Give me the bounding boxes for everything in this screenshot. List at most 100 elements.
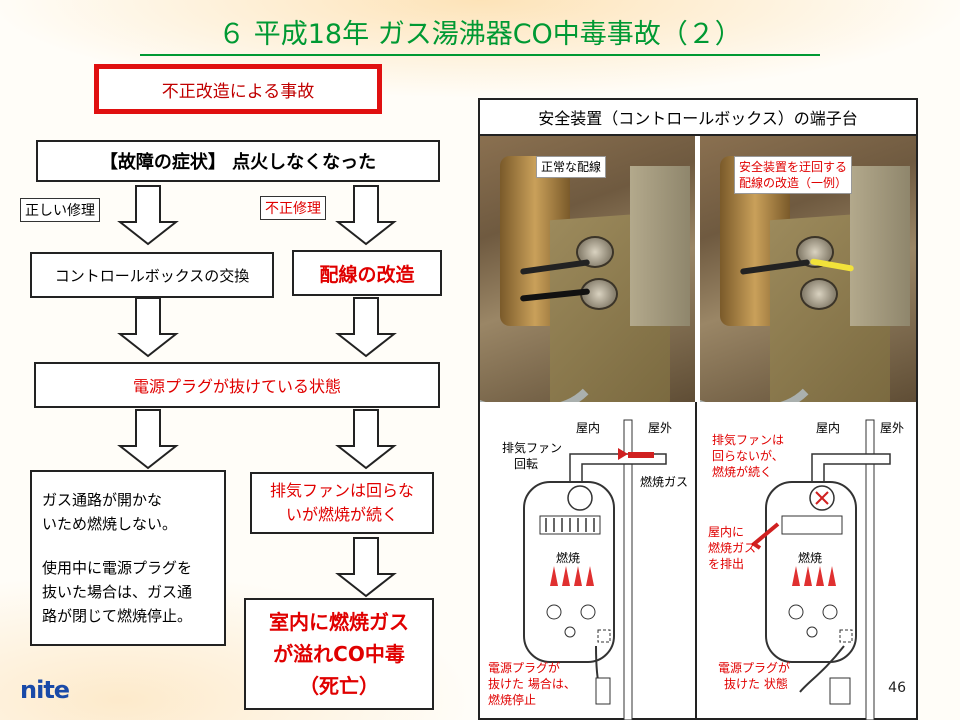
shared-step-text: 電源プラグが抜けている状態 [132, 377, 341, 396]
right-result-line: （死亡） [299, 674, 379, 698]
plug-note-right: 電源プラグが 抜けた 状態 [718, 660, 790, 692]
left-result-line: ガス通路が開かな [42, 491, 163, 509]
arrow-down-icon [335, 185, 397, 246]
outlet-icon [595, 677, 611, 705]
fan-icon [567, 485, 593, 511]
nite-logo: nite [20, 676, 70, 704]
photo-normal-wiring: 正常な配線 [480, 136, 695, 402]
terminal-panel-title-text: 安全装置（コントロールボックス）の端子台 [538, 109, 858, 128]
burn-label-right: 燃焼 [798, 551, 823, 565]
fan-label-left: 排気ファン 回転 [502, 440, 562, 472]
outdoor-label-right: 屋外 [880, 421, 905, 435]
fan-label-right: 排気ファンは 回らないが、 燃焼が続く [712, 432, 784, 480]
burn-label-left: 燃焼 [556, 551, 581, 565]
flow-arrows [117, 185, 397, 598]
left-step-box: コントロールボックスの交換 [30, 252, 274, 298]
exhaust-arrow-icon [618, 448, 628, 460]
left-result-line: 抜いた場合は、ガス通 [42, 583, 193, 601]
cable-shape [700, 286, 826, 402]
left-result-box: ガス通路が開かな いため燃焼しない。 使用中に電源プラグを 抜いた場合は、ガス通… [30, 470, 226, 646]
fan-label-left-line: 回転 [514, 457, 539, 471]
plug-note-left-line: 電源プラグが [488, 661, 561, 675]
box-shape [630, 166, 690, 326]
terminal-panel-title: 安全装置（コントロールボックス）の端子台 [478, 98, 918, 136]
indicator-icon [564, 626, 576, 638]
leak-label-right-line: 屋内に [708, 525, 745, 539]
wall-right [865, 419, 875, 720]
right-result-line: 室内に燃焼ガス [269, 610, 409, 634]
symptom-box: 【故障の症状】 点火しなくなった [36, 140, 440, 182]
right-step-box: 配線の改造 [292, 250, 442, 296]
fan-label-right-line: 回らないが、 [712, 449, 784, 463]
left-step-text: コントロールボックスの交換 [54, 266, 250, 285]
power-cord [799, 645, 845, 693]
heater-right [750, 419, 891, 720]
right-step-text: 配線の改造 [319, 263, 415, 286]
fan-label-right-line: 燃焼が続く [712, 465, 773, 479]
duct-left [569, 453, 667, 486]
right-result-line: が溢れCO中毒 [273, 642, 405, 666]
right-result-box: 室内に燃焼ガス が溢れCO中毒 （死亡） [244, 598, 434, 710]
outlet-icon [829, 677, 851, 705]
indoor-label-right: 屋内 [816, 421, 841, 435]
arrow-down-icon [335, 537, 397, 598]
correct-repair-label: 正しい修理 [20, 198, 100, 222]
arrow-down-icon [117, 297, 179, 358]
heat-exchanger-icon [781, 515, 843, 535]
plug-socket-icon [839, 629, 853, 643]
wall-left [623, 419, 633, 720]
leak-label-right-line: を排出 [708, 557, 745, 571]
box-shape [850, 166, 910, 326]
photo-modified-note-line: 配線の改造（一例） [739, 176, 848, 190]
right-step3-line: いが燃焼が続く [285, 505, 398, 524]
knob-icon [822, 604, 838, 620]
leak-label-right-line: 燃焼ガス [708, 541, 757, 555]
photo-modified-note-line: 安全装置を迂回する [739, 160, 848, 174]
page-number: 46 [888, 680, 906, 696]
knob-icon [546, 604, 562, 620]
fan-label-right-line: 排気ファンは [712, 433, 785, 447]
exhaust-label-left: 燃焼ガス [640, 475, 689, 489]
slide-title: ６ 平成18年 ガス湯沸器CO中毒事故（２） [140, 18, 820, 56]
photo-modified-note: 安全装置を迂回する 配線の改造（一例） [734, 156, 853, 194]
cable-shape [480, 286, 606, 402]
photo-normal-note: 正常な配線 [536, 156, 607, 178]
flame-icon [550, 566, 594, 586]
arrow-down-icon [117, 409, 179, 470]
symptom-text: 【故障の症状】 点火しなくなった [99, 152, 377, 173]
plug-note-right-line: 電源プラグが [718, 661, 791, 675]
right-step3-line: 排気ファンは回らな [269, 481, 414, 500]
illegal-repair-label: 不正修理 [260, 196, 326, 220]
heater-diagram [523, 402, 891, 720]
plug-note-left-line: 燃焼停止 [488, 693, 537, 707]
indicator-icon [806, 626, 818, 638]
leak-label-right: 屋内に 燃焼ガス を排出 [708, 524, 756, 572]
outdoor-label-left: 屋外 [648, 421, 673, 435]
accident-banner: 不正改造による事故 [94, 64, 382, 114]
shared-step-box: 電源プラグが抜けている状態 [34, 362, 440, 408]
fan-label-left-line: 排気ファン [502, 441, 563, 455]
plug-socket-icon [597, 629, 611, 643]
exhaust-arrow-shaft [628, 452, 654, 458]
knob-icon [788, 604, 804, 620]
duct-right [811, 453, 891, 486]
arrow-down-icon [335, 409, 397, 470]
flame-icon [792, 566, 836, 586]
plug-note-left: 電源プラグが 抜けた 場合は、 燃焼停止 [488, 660, 576, 708]
heater-left [523, 419, 667, 720]
arrow-down-icon [117, 185, 179, 246]
leak-arrow-icon [750, 522, 780, 550]
left-result-line: 路が閉じて燃焼停止。 [42, 607, 193, 625]
indoor-label-left: 屋内 [576, 421, 601, 435]
accident-banner-text: 不正改造による事故 [161, 81, 315, 102]
left-result-line: いため燃焼しない。 [42, 515, 178, 533]
fin-lines [545, 518, 595, 532]
plug-note-right-line: 抜けた 状態 [724, 677, 788, 691]
plug-note-left-line: 抜けた 場合は、 [488, 677, 576, 691]
arrow-group [117, 185, 397, 598]
right-step3-box: 排気ファンは回らな いが燃焼が続く [250, 472, 434, 534]
knob-icon [580, 604, 596, 620]
left-result-line: 使用中に電源プラグを [42, 559, 193, 577]
photo-modified-wiring: 安全装置を迂回する 配線の改造（一例） [700, 136, 916, 402]
arrow-down-icon [335, 297, 397, 358]
